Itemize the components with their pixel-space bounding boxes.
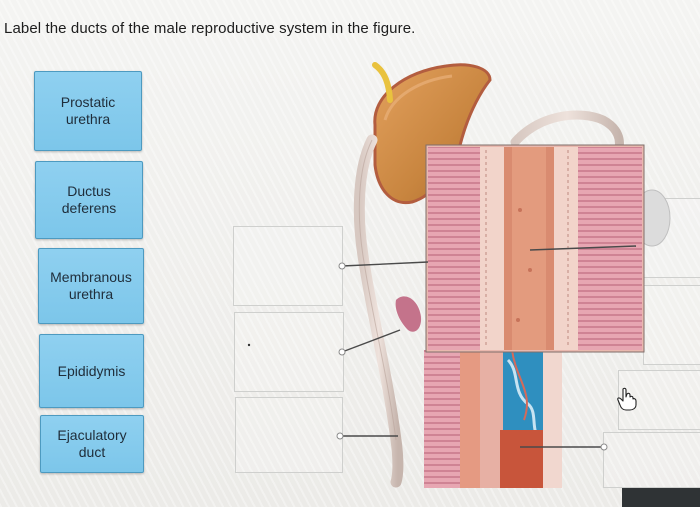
term-ejaculatory-duct[interactable]: Ejaculatory duct [40,415,144,473]
bottom-bar [622,488,700,507]
hand-pointer-icon [617,387,637,411]
ureter [372,62,393,103]
term-prostatic-urethra[interactable]: Prostatic urethra [34,71,142,151]
bladder [373,63,492,205]
term-membranous-urethra[interactable]: Membranous urethra [38,248,144,324]
dropzone-right-2[interactable] [643,285,700,365]
question-text: Label the ducts of the male reproductive… [4,20,416,37]
magnified-inset [425,144,645,353]
dropzone-left-2[interactable] [234,312,344,392]
dropzone-left-1[interactable] [233,226,343,306]
term-ductus-deferens[interactable]: Ductus deferens [35,161,143,239]
term-epididymis[interactable]: Epididymis [39,334,144,408]
dropzone-right-4[interactable] [603,432,700,488]
